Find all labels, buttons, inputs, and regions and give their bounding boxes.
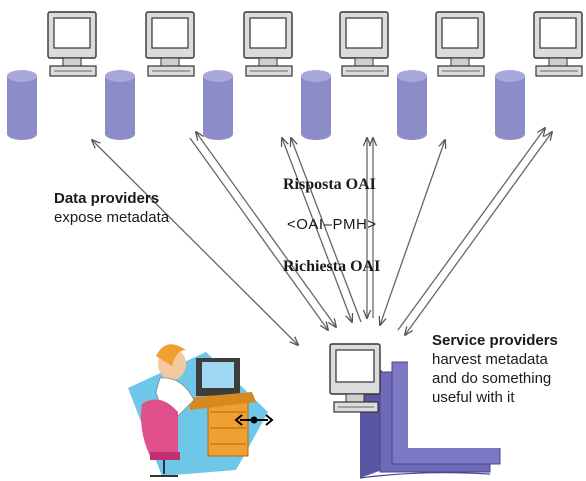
service-providers-title: Service providers bbox=[432, 332, 558, 349]
oai-request-label: Richiesta OAI bbox=[283, 258, 381, 275]
metadata-documents-icon bbox=[359, 344, 518, 479]
database-cylinder-icon bbox=[105, 70, 135, 140]
computer-icon bbox=[339, 11, 389, 77]
arrow-dp2-b bbox=[189, 137, 328, 330]
database-cylinder-icon bbox=[495, 70, 525, 140]
computer-icon bbox=[145, 11, 195, 77]
computer-icon bbox=[533, 11, 583, 77]
user-at-desk-clipart bbox=[128, 344, 274, 477]
oai-pmh-label: <OAI–PMH> bbox=[287, 216, 377, 233]
data-provider-databases bbox=[7, 70, 525, 140]
service-provider-computer bbox=[329, 343, 381, 413]
data-provider-computers bbox=[47, 11, 583, 77]
arrow-dp6-b bbox=[405, 132, 552, 335]
arrow-dp5 bbox=[380, 140, 445, 325]
service-providers-line2: and do something bbox=[432, 370, 552, 387]
database-cylinder-icon bbox=[301, 70, 331, 140]
arrow-dp1 bbox=[92, 140, 298, 345]
computer-icon bbox=[435, 11, 485, 77]
arrow-dp3-b bbox=[291, 138, 362, 323]
database-cylinder-icon bbox=[397, 70, 427, 140]
computer-icon bbox=[243, 11, 293, 77]
data-providers-title: Data providers bbox=[54, 190, 160, 207]
service-providers-line1: harvest metadata bbox=[432, 351, 548, 368]
arrow-dp6-a bbox=[397, 128, 545, 331]
service-providers-line3: useful with it bbox=[432, 389, 515, 406]
data-providers-subtitle: expose metadata bbox=[54, 209, 170, 226]
database-cylinder-icon bbox=[7, 70, 37, 140]
oai-response-label: Risposta OAI bbox=[283, 176, 376, 193]
database-cylinder-icon bbox=[203, 70, 233, 140]
protocol-arrows bbox=[92, 128, 552, 345]
arrow-dp3-a bbox=[282, 138, 352, 322]
computer-icon bbox=[47, 11, 97, 77]
